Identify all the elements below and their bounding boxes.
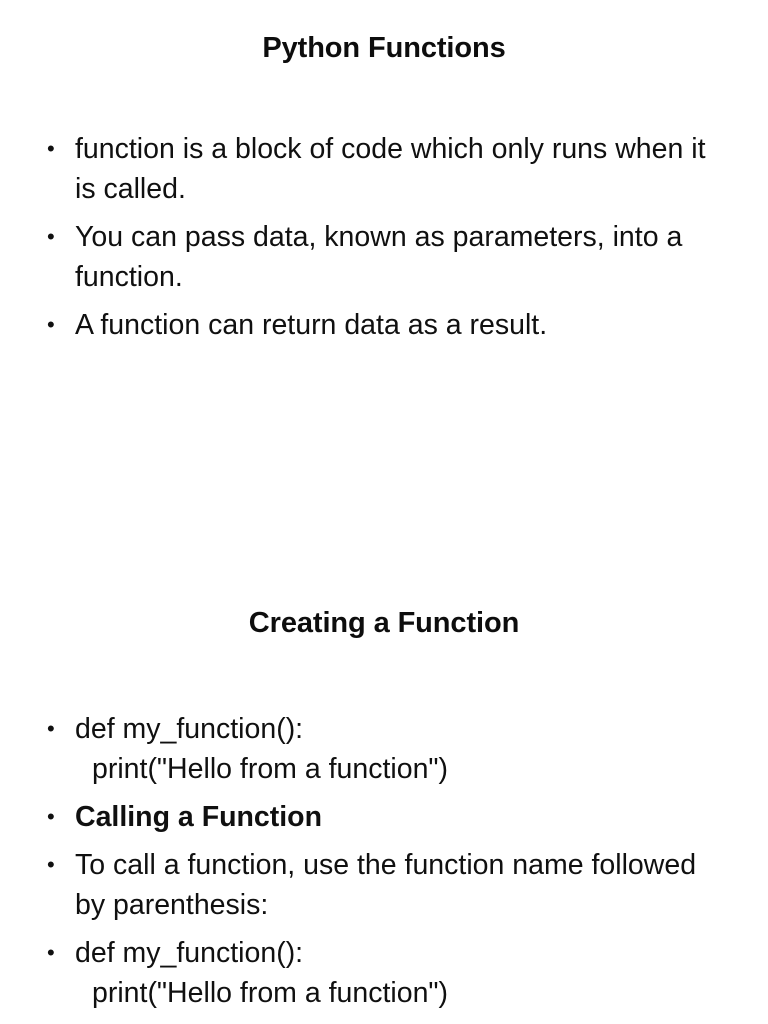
bullet-point-icon: •: [47, 715, 55, 741]
bullet-point-icon: •: [47, 803, 55, 829]
bullet-point-icon: •: [47, 311, 55, 337]
code-block: def my_function(): print("Hello from a f…: [75, 709, 710, 789]
list-item: • A function can return data as a result…: [0, 305, 768, 345]
list-item-heading: • Calling a Function: [0, 797, 768, 837]
slide-title-python-functions: Python Functions: [262, 32, 506, 64]
slide-python-functions: Python Functions • function is a block o…: [0, 0, 768, 353]
slide-creating-a-function: Creating a Function • def my_function():…: [0, 595, 768, 1021]
bullet-point-icon: •: [47, 851, 55, 877]
bullet-point-icon: •: [47, 135, 55, 161]
list-item: • To call a function, use the function n…: [0, 845, 768, 925]
bullet-point-icon: •: [47, 223, 55, 249]
bullet-text: You can pass data, known as parameters, …: [75, 220, 683, 293]
list-item-code: • def my_function(): print("Hello from a…: [0, 933, 768, 1013]
slide-title-creating-a-function: Creating a Function: [248, 607, 520, 639]
bullet-text: A function can return data as a result.: [75, 308, 548, 341]
code-line-print: print("Hello from a function"): [92, 976, 449, 1009]
code-line-print: print("Hello from a function"): [92, 752, 449, 785]
bullet-list-slide-two: • def my_function(): print("Hello from a…: [0, 709, 768, 1013]
list-item: • function is a block of code which only…: [0, 129, 768, 209]
code-line-def: def my_function():: [75, 712, 304, 745]
bullet-text: To call a function, use the function nam…: [75, 848, 697, 921]
bullet-list-slide-one: • function is a block of code which only…: [0, 129, 768, 345]
list-item-code: • def my_function(): print("Hello from a…: [0, 709, 768, 789]
list-item: • You can pass data, known as parameters…: [0, 217, 768, 297]
bullet-point-icon: •: [47, 939, 55, 965]
code-line-def: def my_function():: [75, 936, 304, 969]
bullet-text-calling-a-function: Calling a Function: [75, 800, 322, 833]
code-block: def my_function(): print("Hello from a f…: [75, 933, 710, 1013]
bullet-text: function is a block of code which only r…: [75, 132, 706, 205]
